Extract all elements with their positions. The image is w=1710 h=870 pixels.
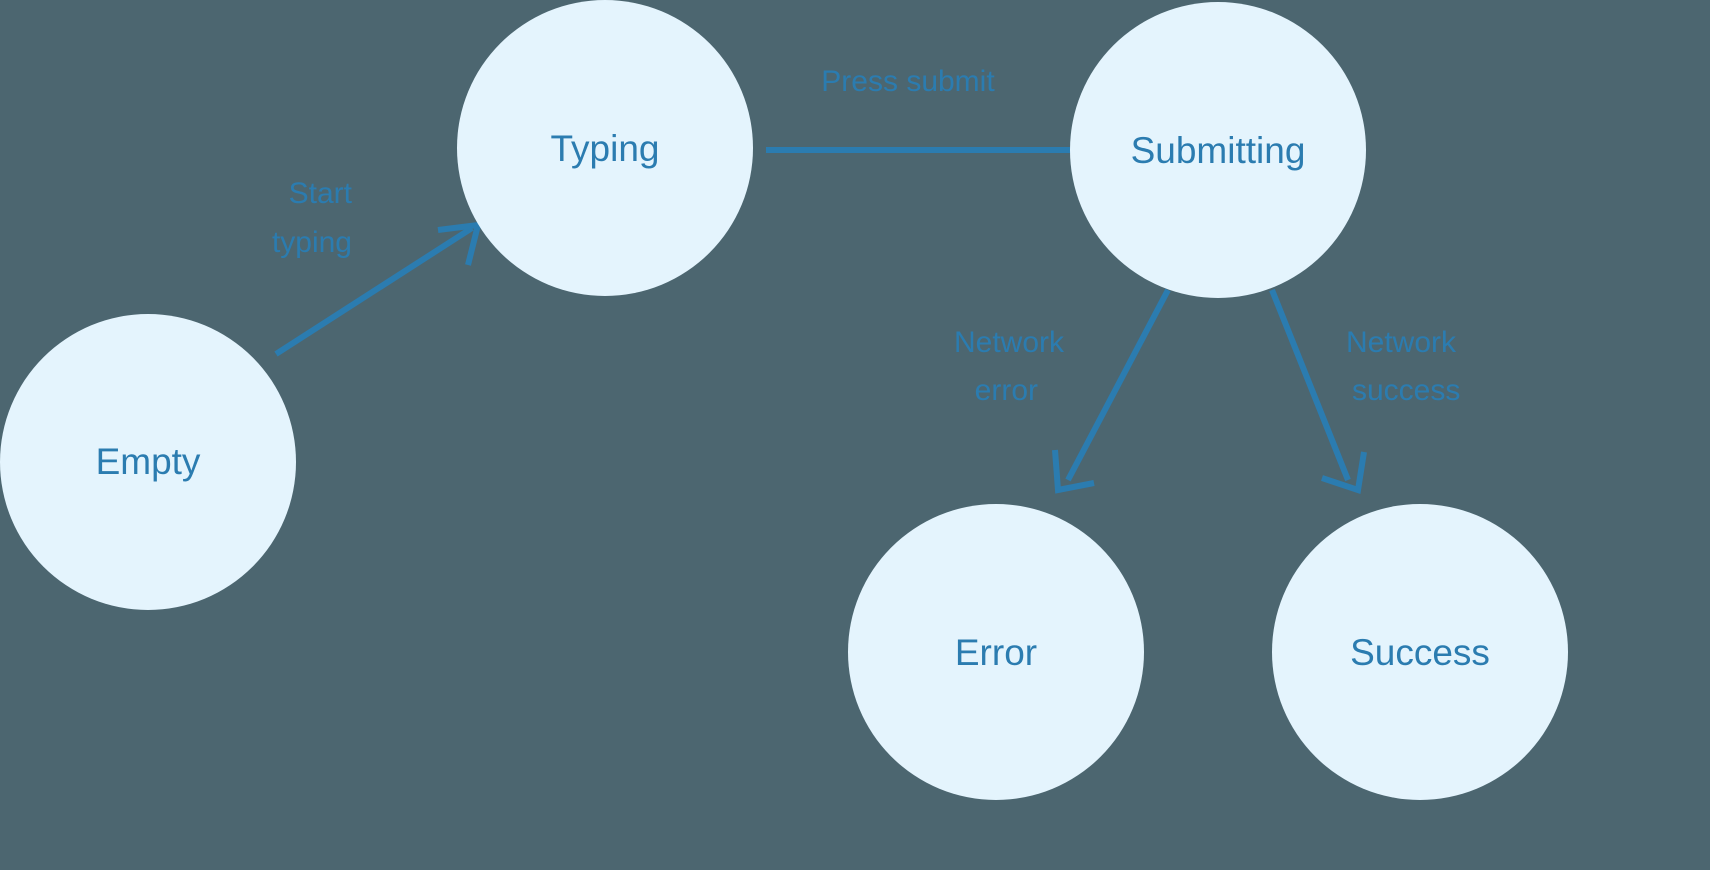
edge-label-network-success: Network success [1346, 326, 1460, 407]
state-node-submitting-label: Submitting [1131, 130, 1306, 171]
edge-submitting-to-error-line [1065, 288, 1171, 482]
state-node-success-circle[interactable] [1272, 504, 1568, 800]
state-node-submitting[interactable]: Submitting [1070, 2, 1366, 298]
edge-empty-to-typing-line [274, 225, 474, 357]
edge-label-network-success-line2: success [1352, 374, 1460, 407]
state-node-empty-circle[interactable] [0, 314, 296, 610]
state-node-error-label: Error [955, 632, 1037, 673]
edge-label-start-typing: Start typing [272, 177, 353, 259]
state-node-success-label: Success [1350, 632, 1490, 673]
edge-label-start-typing-line1: Start [289, 177, 353, 210]
edge-label-press-submit: Press submit [821, 65, 995, 98]
state-node-empty-label: Empty [96, 441, 201, 482]
state-node-submitting-circle[interactable] [1070, 2, 1366, 298]
edge-submitting-to-success-line [1269, 288, 1351, 482]
state-node-empty[interactable]: Empty [0, 314, 296, 610]
edge-label-start-typing-line2: typing [272, 226, 352, 259]
state-node-typing-circle[interactable] [457, 0, 753, 296]
edge-submitting-to-success [1269, 288, 1367, 494]
state-node-success[interactable]: Success [1272, 504, 1568, 800]
edge-label-network-success-line1: Network [1346, 326, 1457, 359]
state-node-typing[interactable]: Typing [457, 0, 753, 296]
edge-empty-to-typing-arrowhead [437, 221, 482, 266]
state-node-typing-label: Typing [550, 128, 659, 169]
edge-submitting-to-success-arrowhead [1321, 451, 1367, 494]
edge-label-network-error: Network error [954, 326, 1065, 407]
edge-label-network-error-line2: error [975, 374, 1038, 407]
state-node-error-circle[interactable] [848, 504, 1144, 800]
state-node-error[interactable]: Error [848, 504, 1144, 800]
edge-label-press-submit-line1: Press submit [821, 65, 995, 98]
edge-empty-to-typing [274, 221, 482, 357]
edge-label-network-error-line1: Network [954, 326, 1065, 359]
edge-submitting-to-error [1052, 288, 1171, 494]
edge-submitting-to-error-arrowhead [1052, 449, 1095, 494]
